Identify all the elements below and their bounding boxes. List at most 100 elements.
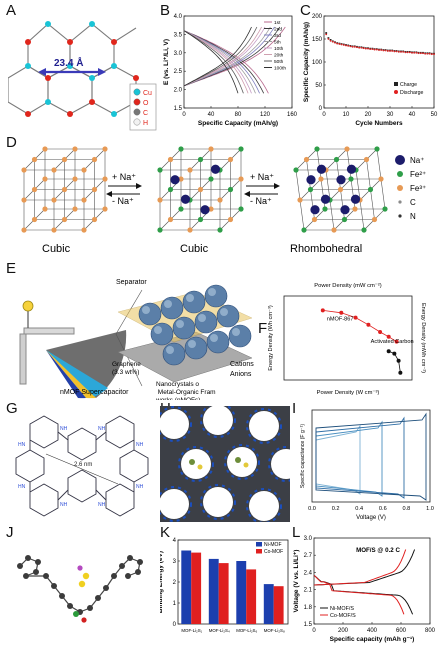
l-ytick-label: 1.5 [304, 622, 313, 628]
l-charge-0 [313, 549, 416, 586]
device-top-plate [23, 327, 75, 335]
discharge-curve-6 [183, 30, 249, 94]
sodium-ion [170, 175, 180, 185]
lattice-edge [336, 159, 341, 190]
nmof-sphere-highlight [154, 326, 162, 334]
pore [227, 447, 257, 477]
arrow1-head-left [106, 191, 112, 197]
c-legend-charge-swatch [394, 82, 398, 86]
c-xlabel: Cycle Numbers [355, 120, 403, 127]
panel-f-chart: Power Density (mW cm⁻²)Power Density (W … [268, 283, 426, 396]
k-bar-nimof-3 [263, 584, 274, 624]
sodium-ion [350, 194, 361, 204]
i-xtick-label: 1.0 [426, 506, 434, 512]
discharge-point [338, 43, 341, 45]
nmof-sphere-highlight [176, 320, 184, 328]
arrow1-top: + Na⁺ [112, 172, 136, 182]
iron-site [167, 216, 174, 223]
l-xtick-label: 200 [338, 628, 349, 634]
sodium-ion [200, 205, 210, 215]
iron-site [314, 146, 320, 152]
legend-atom-h-icon [133, 118, 141, 126]
discharge-point [380, 49, 383, 51]
carbon-atom [59, 593, 65, 599]
iron-site [374, 146, 380, 152]
carbon-atom [33, 569, 39, 575]
b-legend-label: 2nd [274, 27, 282, 33]
k-legend-label: Co-MOF [264, 549, 283, 555]
k-legend-swatch [256, 542, 262, 547]
guest-molecule [243, 462, 249, 468]
lattice-edge [350, 178, 356, 210]
phase-label-3: Rhombohedral [290, 243, 362, 255]
nmof-sphere-highlight [166, 346, 174, 354]
iron-site [178, 206, 184, 212]
pore-rim [246, 488, 282, 522]
discharge-point [417, 52, 420, 55]
iron-site [208, 206, 214, 212]
discharge-point [358, 46, 361, 49]
iron-site [167, 186, 174, 193]
i-ylabel: Specific capacitance (F g⁻¹) [300, 424, 306, 488]
iron-site [187, 227, 193, 233]
discharge-point [413, 51, 416, 54]
c-xtick-label: 20 [365, 112, 372, 118]
phase-label-2: Cubic [180, 243, 209, 255]
carbon-atom [135, 569, 141, 575]
iron-site [367, 186, 374, 193]
f-top-axis-label: Power Density (mW cm⁻²) [314, 283, 382, 289]
k-ytick-label: 1 [173, 601, 177, 607]
iron-site [318, 176, 324, 182]
c-xtick-label: 40 [409, 112, 416, 118]
lattice-edge [380, 178, 386, 210]
discharge-point [369, 48, 372, 51]
legend-atom-c-icon [133, 108, 141, 116]
iron-site [217, 227, 223, 233]
carbon-atom [67, 603, 73, 609]
discharge-point [331, 40, 334, 43]
lattice-edge [329, 199, 335, 231]
iron-site [102, 206, 108, 212]
discharge-point [426, 52, 429, 55]
discharge-curve-8 [183, 30, 239, 94]
legend-ion-icon [397, 185, 403, 191]
sulfur-atom [82, 572, 90, 580]
c-legend-charge-label: Charge [400, 82, 417, 88]
iron-site [307, 186, 314, 193]
svg-text:NH: NH [136, 484, 144, 490]
panel-label-k: K [160, 524, 171, 541]
nmof-sphere-highlight [188, 340, 196, 348]
k-category-label: MOF-Li₂S₆ [236, 628, 257, 633]
lattice-edge [295, 169, 301, 201]
f-series-point [353, 315, 358, 320]
lattice-edge [370, 189, 375, 220]
device-pie-blue [46, 350, 86, 399]
iron-site [344, 146, 350, 152]
panel-label-i: I [292, 400, 297, 417]
l-xtick-label: 400 [367, 628, 378, 634]
svg-text:NH: NH [60, 502, 68, 508]
lattice-edge [299, 199, 305, 231]
carbon-atom [23, 573, 29, 579]
c-ytick-label: 0 [319, 106, 323, 112]
k-category-label: MOF-Li₂S₄ [209, 628, 230, 633]
iron-site [51, 197, 57, 203]
b-xtick-label: 80 [235, 112, 242, 118]
legend-atom-o-icon [133, 98, 141, 106]
b-legend-label: 20th [274, 53, 284, 59]
c-legend-discharge-label: Discharge [400, 90, 423, 96]
k-ytick-label: 3 [173, 559, 177, 565]
sodium-ion [306, 175, 316, 185]
c-ytick-label: 150 [312, 37, 323, 43]
l-xlabel: Specific capacity (mAh g⁻¹) [330, 636, 415, 643]
discharge-point [336, 42, 339, 45]
nmof-sphere-highlight [198, 314, 206, 322]
legend-ion-label: C [410, 198, 416, 207]
iron-site [72, 176, 78, 182]
l-ytick-label: 1.8 [304, 605, 313, 611]
sodium-ion [310, 205, 320, 215]
iron-site [322, 206, 328, 212]
iron-site [348, 176, 354, 182]
cv-loop-1 [315, 424, 361, 495]
